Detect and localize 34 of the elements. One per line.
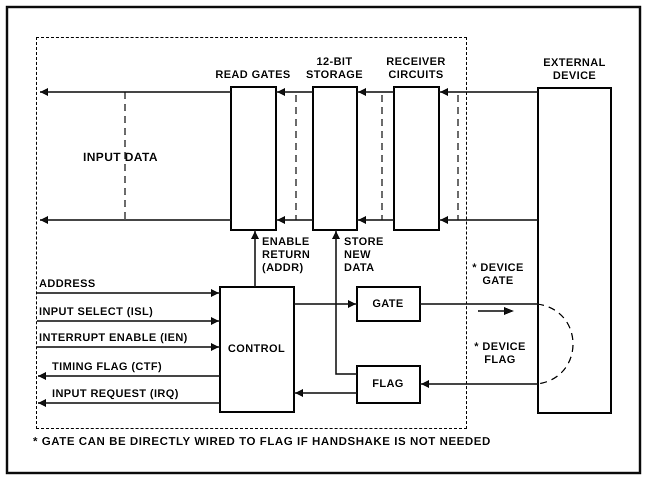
arrow xyxy=(40,216,230,224)
logic-box xyxy=(218,286,294,412)
arrow xyxy=(38,372,219,380)
logic-box xyxy=(356,364,420,404)
arrow xyxy=(440,216,537,224)
block-heading: READ GATES xyxy=(214,68,292,82)
footnote: * GATE CAN BE DIRECTLY WIRED TO FLAG IF HANDSHAKE IS NOT NEEDED xyxy=(33,436,491,448)
box-label: GATE xyxy=(372,298,404,310)
arrow xyxy=(295,300,356,308)
arrow xyxy=(332,231,356,375)
arrow xyxy=(38,399,219,407)
block-heading: EXTERNAL DEVICE xyxy=(542,57,607,83)
logic-box xyxy=(356,286,420,322)
arrow xyxy=(40,88,230,96)
signal-label: INPUT DATA xyxy=(83,150,158,164)
box-label: CONTROL xyxy=(228,343,286,355)
arrow xyxy=(358,216,393,224)
edge-label: INTERRUPT ENABLE (IEN) xyxy=(39,332,188,345)
arrow xyxy=(421,380,537,388)
arrow xyxy=(37,317,219,325)
edge-label: TIMING FLAG (CTF) xyxy=(52,361,162,374)
block-heading: RECEIVER CIRCUITS xyxy=(385,56,447,82)
arrow xyxy=(295,389,356,397)
arrow xyxy=(277,88,312,96)
edge-label: INPUT SELECT (ISL) xyxy=(39,306,154,319)
arrow xyxy=(37,289,219,297)
block-heading: 12-BIT STORAGE xyxy=(305,56,364,82)
box-label: FLAG xyxy=(372,378,404,390)
arrow xyxy=(277,216,312,224)
arrow xyxy=(358,88,393,96)
arrow xyxy=(37,343,219,351)
edge-label: INPUT REQUEST (IRQ) xyxy=(52,388,179,401)
arrow xyxy=(440,88,537,96)
arrow xyxy=(251,231,259,286)
